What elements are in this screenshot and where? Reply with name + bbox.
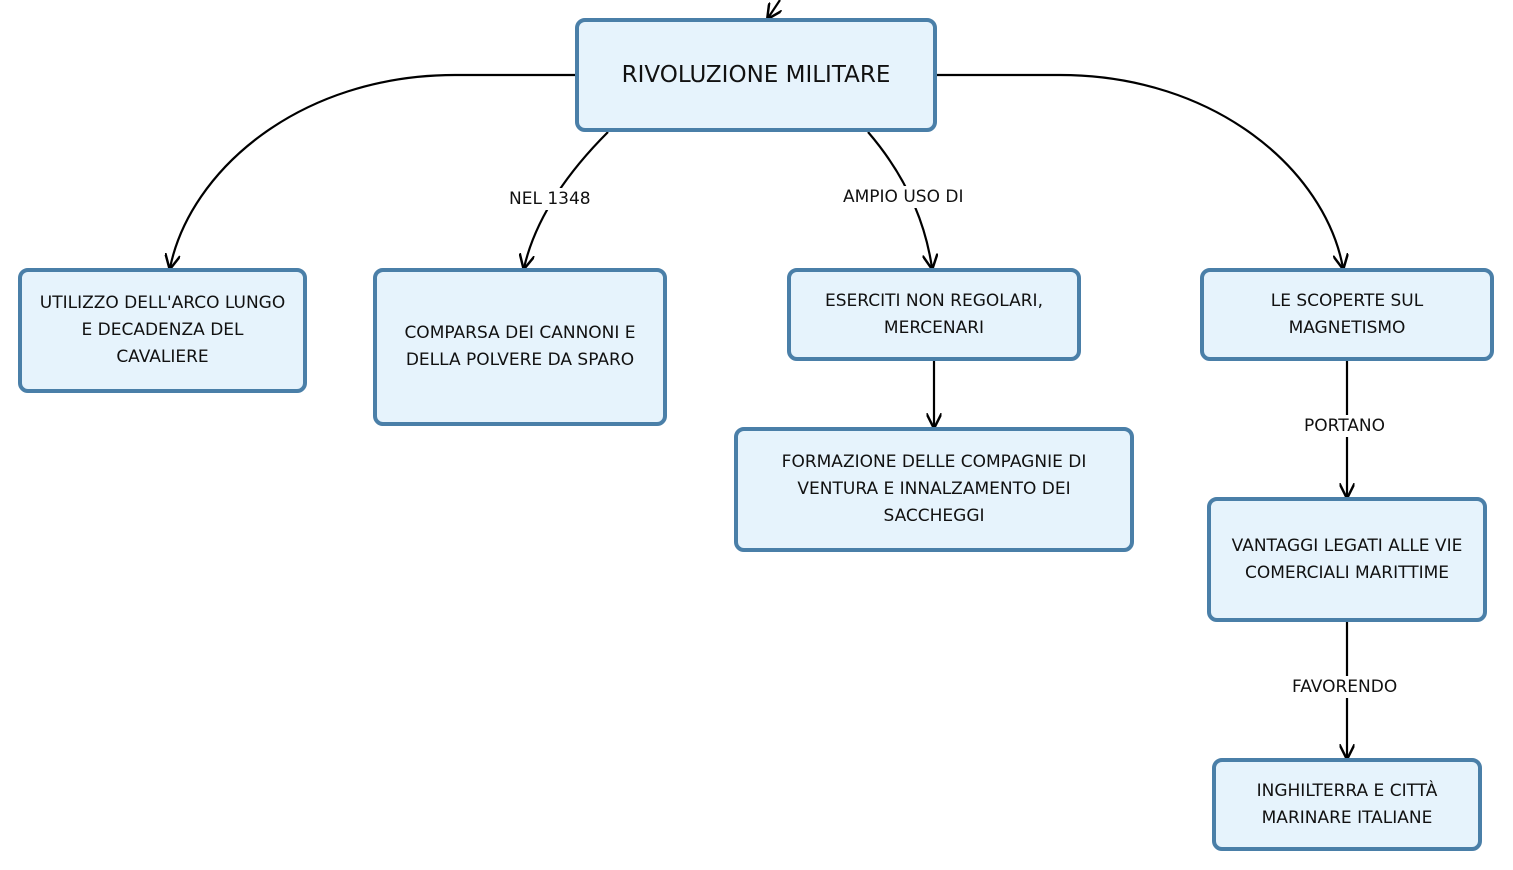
edge-label-portano: PORTANO <box>1302 415 1387 437</box>
connector-main-magnetismo <box>936 73 1343 268</box>
node-rivoluzione-militare[interactable]: RIVOLUZIONE MILITARE <box>575 18 937 132</box>
node-cannoni-text: COMPARSA DEI CANNONI E DELLA POLVERE DA … <box>404 323 636 370</box>
node-magnetismo[interactable]: LE SCOPERTE SUL MAGNETISMO <box>1200 268 1494 361</box>
node-vantaggi-text: VANTAGGI LEGATI ALLE VIE COMERCIALI MARI… <box>1231 535 1463 583</box>
edge-label-nel-1348: NEL 1348 <box>507 188 593 210</box>
node-inghilterra[interactable]: INGHILTERRA E CITTÀ MARINARE ITALIANE <box>1212 758 1482 851</box>
connector-main-arco <box>170 73 576 268</box>
node-rivoluzione-militare-text: RIVOLUZIONE MILITARE <box>621 61 891 88</box>
connector-incoming <box>768 0 780 18</box>
node-eserciti[interactable]: ESERCITI NON REGOLARI, MERCENARI <box>787 268 1081 361</box>
node-arco-lungo[interactable]: UTILIZZO DELL'ARCO LUNGO E DECADENZA DEL… <box>18 268 307 393</box>
edge-label-ampio-uso-di: AMPIO USO DI <box>841 186 966 208</box>
node-arco-lungo-text: UTILIZZO DELL'ARCO LUNGO E DECADENZA DEL… <box>39 293 286 367</box>
node-eserciti-text: ESERCITI NON REGOLARI, MERCENARI <box>825 290 1043 338</box>
node-compagnie-text: FORMAZIONE DELLE COMPAGNIE DI VENTURA E … <box>781 452 1087 526</box>
node-compagnie[interactable]: FORMAZIONE DELLE COMPAGNIE DI VENTURA E … <box>734 427 1134 552</box>
node-magnetismo-text: LE SCOPERTE SUL MAGNETISMO <box>1270 290 1424 338</box>
node-inghilterra-text: INGHILTERRA E CITTÀ MARINARE ITALIANE <box>1256 780 1438 828</box>
node-cannoni[interactable]: COMPARSA DEI CANNONI E DELLA POLVERE DA … <box>373 268 667 426</box>
node-vantaggi[interactable]: VANTAGGI LEGATI ALLE VIE COMERCIALI MARI… <box>1207 497 1487 622</box>
edge-label-favorendo: FAVORENDO <box>1290 676 1400 698</box>
